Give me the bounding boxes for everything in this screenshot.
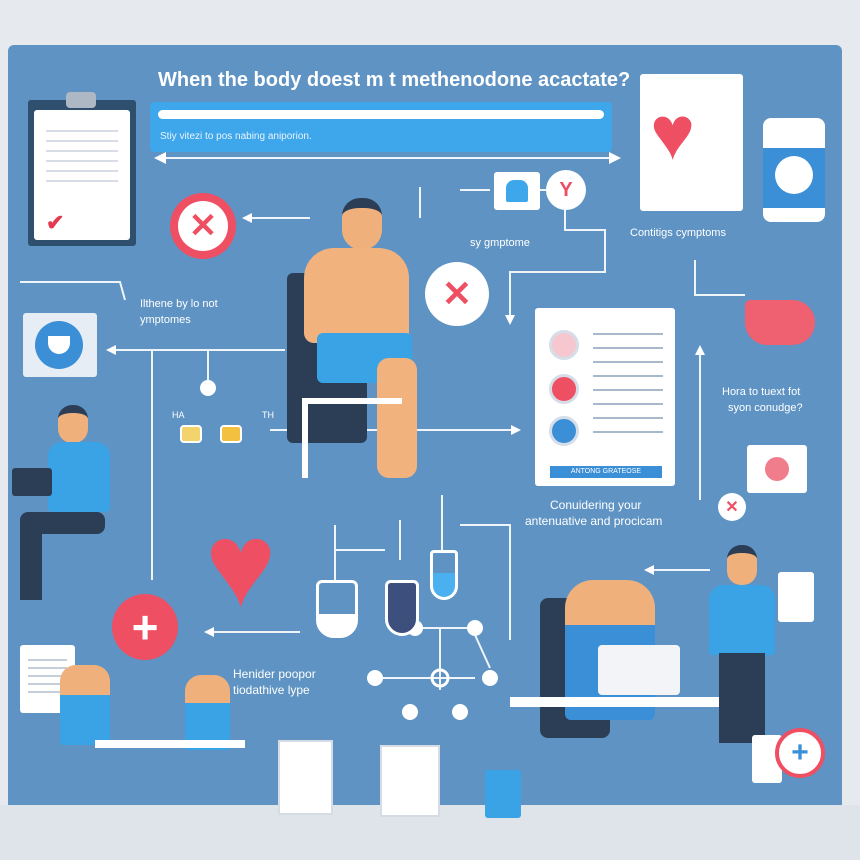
medicine-bottle-icon [763, 118, 825, 222]
y-symbol-icon: Y [546, 170, 586, 210]
add-circle-icon: + [775, 728, 825, 778]
standing-man [705, 545, 780, 745]
laptop-icon [598, 645, 680, 695]
jar-icon [778, 572, 814, 622]
worker-right [185, 675, 230, 750]
subtitle-banner: Stiy vitezi to pos nabing aniporion. [150, 102, 612, 152]
flask-label-right: TH [262, 410, 274, 420]
subtitle: Stiy vitezi to pos nabing aniporion. [160, 131, 312, 142]
checkmark-icon: ✔ [46, 210, 65, 235]
report-clipboard: ANTONG GRATEOSE [535, 308, 675, 486]
medical-cross-icon: + [112, 594, 178, 660]
test-tube-icon [430, 550, 458, 600]
label-consider-1: Henider poopor [233, 667, 316, 681]
patient-card-icon [494, 172, 540, 210]
label-how-to-2: syon conudge? [728, 402, 803, 414]
clipboard-icon: ✔ [28, 92, 136, 246]
red-x-icon: ✕ [170, 193, 236, 259]
label-considering-2: antenuative and procicam [525, 514, 663, 528]
cabinet-icon [278, 740, 333, 815]
balance-flask-icon [180, 380, 260, 460]
heart-pulse-icon: ♥ [205, 498, 277, 632]
small-x-icon: ✕ [718, 493, 746, 521]
label-sy-symptoms: sy gmptome [470, 237, 530, 249]
device-icon [747, 445, 807, 493]
plant-pot-icon [485, 770, 521, 818]
dotted-bar [158, 110, 604, 119]
monitor-card [23, 313, 97, 377]
label-left-symptoms-1: Ilthene by lo not [140, 298, 218, 310]
seated-man-illustration [282, 198, 447, 508]
heart-face-icon [35, 321, 83, 369]
label-continuing-symptoms: Contitigs cymptoms [630, 227, 726, 239]
x-mark-icon: ✕ [425, 262, 489, 326]
label-consider-2: tiodathive lype [233, 683, 310, 697]
label-how-to-1: Hora to tuext fot [722, 386, 801, 398]
flask-label-left: HA [172, 410, 185, 420]
cabinet-icon-2 [380, 745, 440, 817]
desk-left [95, 740, 245, 748]
person-with-tablet [10, 400, 125, 615]
label-left-symptoms-2: ymptomes [140, 314, 191, 326]
round-flask-icon [385, 580, 419, 636]
page-title: When the body doest m t methenodone acac… [158, 69, 631, 91]
heart-icon: ♥ [650, 91, 696, 176]
worker-left [60, 665, 110, 745]
desk-right [510, 697, 752, 707]
report-tag: ANTONG GRATEOSE [550, 466, 662, 478]
label-considering-1: Conuidering your [550, 498, 642, 512]
stomach-icon [735, 280, 815, 360]
flask-icon [316, 580, 358, 638]
heart-card: ♥ [640, 74, 743, 211]
